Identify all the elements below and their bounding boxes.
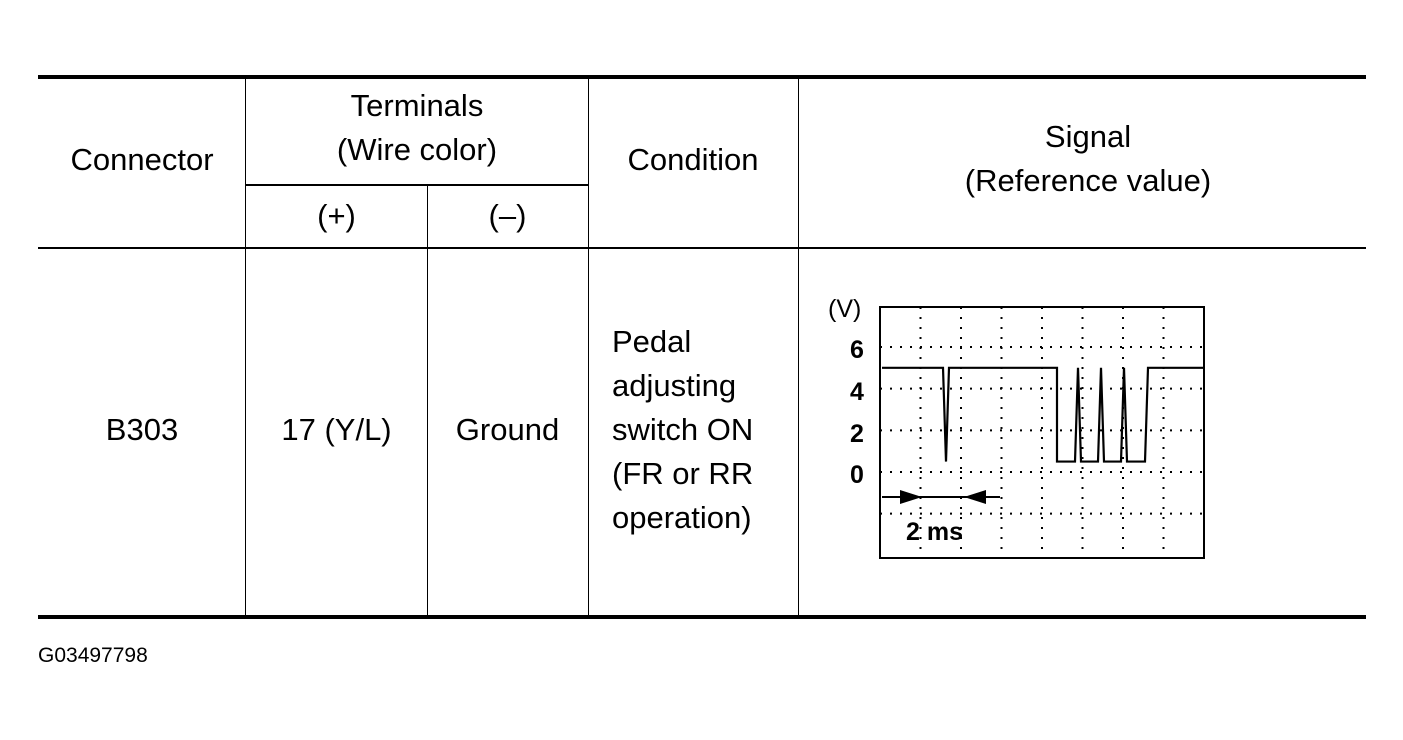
y-tick-label: 0	[850, 461, 864, 489]
col-divider-4	[798, 79, 799, 615]
figure-id: G03497798	[38, 644, 148, 667]
condition-line: Pedal	[612, 324, 692, 359]
cell-terminal-minus: Ground	[455, 412, 560, 447]
header-condition: Condition	[627, 142, 759, 177]
header-signal: Signal (Reference value)	[798, 115, 1378, 203]
header-bottom-rule	[38, 247, 1366, 249]
col-divider-1	[245, 79, 246, 615]
col-divider-2	[427, 186, 428, 615]
header-connector: Connector	[70, 142, 214, 177]
header-signal-line2: (Reference value)	[964, 163, 1212, 198]
cell-connector: B303	[105, 412, 179, 447]
header-terminal-minus: (–)	[488, 198, 527, 233]
chart-grid-vertical	[919, 307, 1165, 558]
condition-line: switch ON	[612, 412, 754, 447]
condition-line: adjusting	[612, 368, 737, 403]
y-tick-label: 6	[850, 336, 864, 364]
chart-grid-horizontal	[880, 346, 1204, 515]
time-division-arrow-left	[964, 490, 986, 504]
time-division-label: 2 ms	[906, 518, 963, 546]
cell-condition: Pedal adjusting switch ON (FR or RR oper…	[612, 320, 792, 540]
time-division-marker	[882, 490, 1000, 504]
header-terminals-line1: Terminals	[350, 88, 484, 123]
header-terminals-line2: (Wire color)	[336, 132, 498, 167]
signal-waveform-line	[882, 366, 1203, 463]
signal-waveform-chart: (V) 6 4 2 0 2 ms	[828, 295, 1205, 559]
y-unit-label: (V)	[828, 295, 861, 323]
col-divider-3	[588, 79, 589, 615]
header-terminal-plus: (+)	[317, 198, 356, 233]
condition-line: operation)	[612, 500, 752, 535]
y-tick-label: 2	[850, 420, 864, 448]
table-top-rule	[38, 75, 1366, 79]
condition-line: (FR or RR	[612, 456, 754, 491]
cell-terminal-plus: 17 (Y/L)	[281, 412, 392, 447]
table-bottom-rule	[38, 615, 1366, 619]
time-division-arrow-right	[900, 490, 922, 504]
header-signal-line1: Signal	[1044, 119, 1132, 154]
header-divider-terminals	[246, 184, 588, 186]
y-tick-label: 4	[850, 378, 864, 406]
header-terminals: Terminals (Wire color)	[246, 84, 588, 172]
